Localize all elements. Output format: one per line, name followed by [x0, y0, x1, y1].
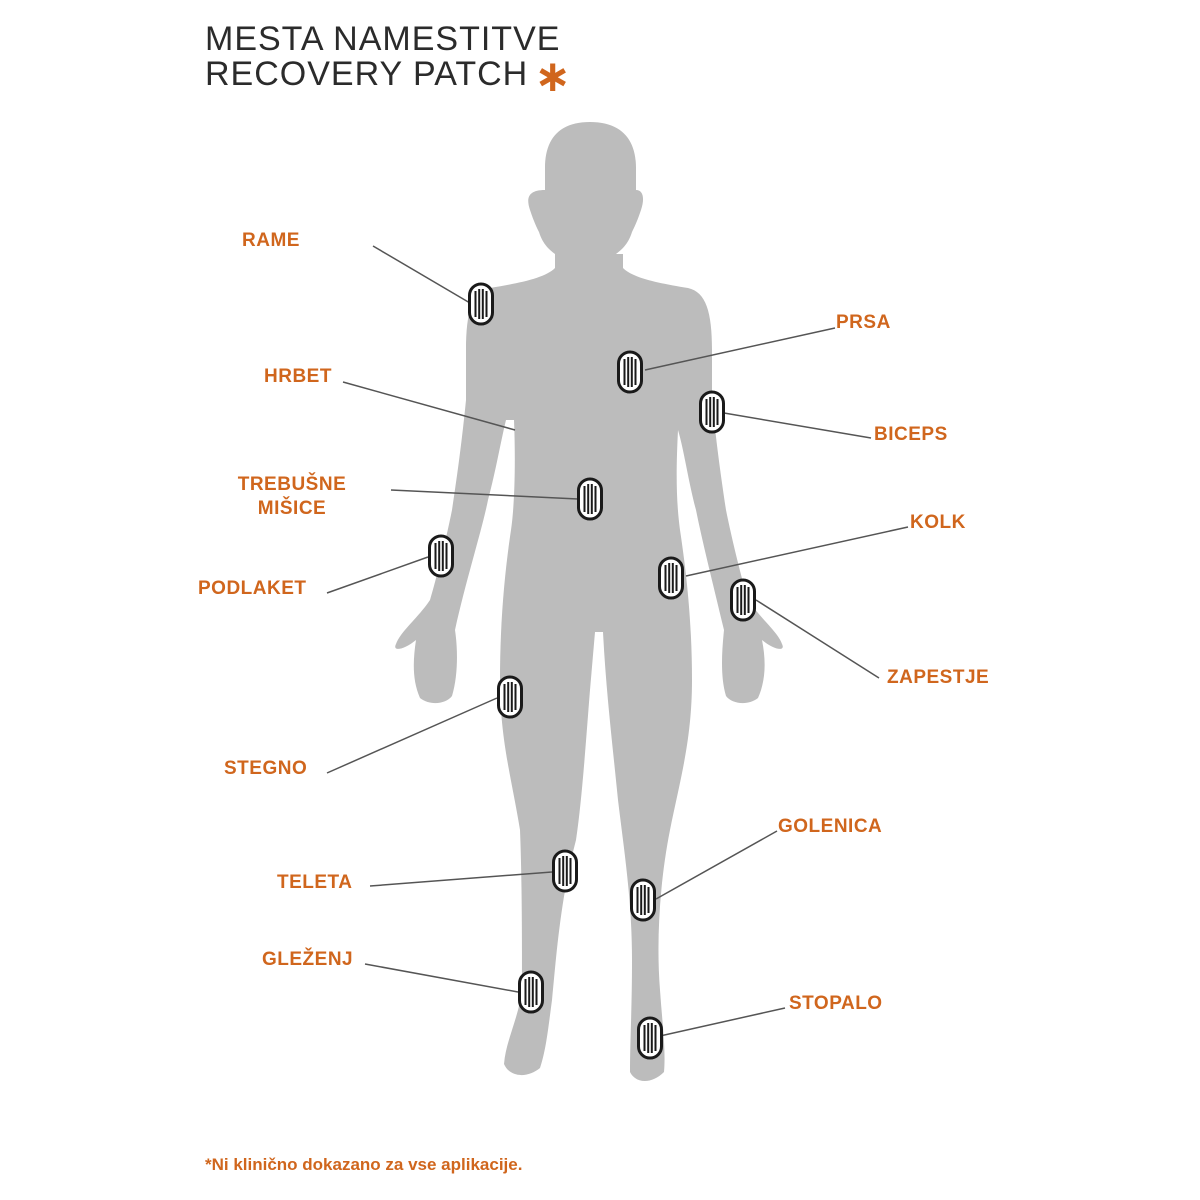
label-glezenj: GLEŽENJ — [262, 948, 353, 970]
patch-biceps-icon — [699, 390, 725, 434]
label-trebusne-1: TREBUŠNE — [238, 473, 347, 495]
patch-stegno-icon — [497, 675, 523, 719]
patch-teleta-icon — [552, 849, 578, 893]
patch-glezenj-icon — [518, 970, 544, 1014]
patch-prsa-icon — [617, 350, 643, 394]
leader-stopalo — [659, 1007, 786, 1037]
label-rame: RAME — [242, 230, 300, 251]
torso-shape — [395, 254, 783, 1081]
leader-stegno — [326, 697, 498, 774]
page-title: MESTA NAMESTITVE RECOVERY PATCH∗ — [205, 20, 572, 99]
leader-kolk — [685, 526, 909, 577]
patch-rame-icon — [468, 282, 494, 326]
site-labels: RAME HRBET TREBUŠNE MIŠICE PODLAKET STEG… — [198, 230, 989, 1014]
patch-zapestje-icon — [730, 578, 756, 622]
title-line-1: MESTA NAMESTITVE — [205, 20, 561, 58]
patch-podlaket-icon — [428, 534, 454, 578]
label-zapestje: ZAPESTJE — [887, 667, 989, 688]
label-stopalo: STOPALO — [789, 993, 883, 1014]
patch-golenica-icon — [630, 878, 656, 922]
leader-hrbet — [342, 381, 516, 431]
title-line-2: RECOVERY PATCH — [205, 55, 529, 93]
label-stegno: STEGNO — [224, 758, 307, 779]
label-golenica: GOLENICA — [778, 816, 882, 837]
leader-trebusne — [390, 489, 579, 500]
leader-rame — [372, 245, 471, 304]
leader-biceps — [723, 412, 872, 439]
asterisk-icon: ∗ — [534, 52, 573, 101]
label-teleta: TELETA — [277, 872, 352, 893]
leader-zapestje — [755, 599, 880, 679]
leader-teleta — [369, 871, 553, 887]
body-silhouette — [395, 122, 783, 1081]
label-trebusne-2: MIŠICE — [258, 497, 326, 519]
head-shape — [528, 122, 644, 272]
leader-lines — [326, 245, 909, 1037]
patch-stopalo-icon — [637, 1016, 663, 1060]
leader-glezenj — [364, 963, 519, 993]
patch-kolk-icon — [658, 556, 684, 600]
leader-golenica — [655, 830, 778, 900]
leader-prsa — [644, 327, 836, 371]
label-hrbet: HRBET — [264, 366, 332, 387]
label-kolk: KOLK — [910, 512, 966, 533]
footnote: *Ni klinično dokazano za vse aplikacije. — [205, 1155, 523, 1174]
patch-trebusne-icon — [577, 477, 603, 521]
label-biceps: BICEPS — [874, 424, 948, 445]
label-prsa: PRSA — [836, 312, 891, 333]
label-podlaket: PODLAKET — [198, 578, 307, 599]
leader-podlaket — [326, 556, 429, 594]
